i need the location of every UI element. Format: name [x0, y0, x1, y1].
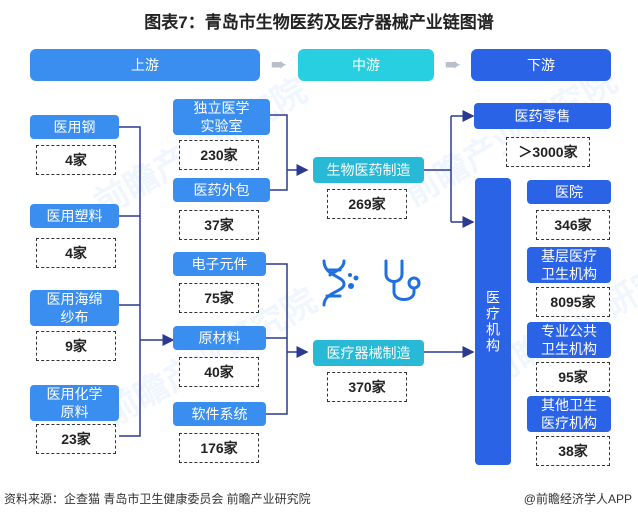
source-note: 资料来源：企查猫 青岛市卫生健康委员会 前瞻产业研究院: [4, 492, 311, 506]
count-box: 95家: [536, 362, 610, 392]
stage-midstream: 中游: [298, 49, 434, 81]
upstream-item: 医用化学 原料: [30, 385, 119, 421]
upstream-item: 独立医学 实验室: [173, 99, 270, 135]
chevron-right-icon: ➨: [444, 54, 462, 76]
count-box: 23家: [36, 424, 116, 454]
count-box: 230家: [179, 140, 259, 170]
brand-note: @前瞻经济学人APP: [523, 492, 632, 506]
medical-institutions: 医疗机构: [475, 178, 511, 465]
upstream-item: 医用塑料: [30, 204, 119, 228]
stage-downstream: 下游: [471, 49, 611, 81]
count-box: 38家: [536, 436, 610, 466]
midstream-item: 医疗器械制造: [313, 340, 424, 366]
count-box: 370家: [327, 372, 407, 402]
chevron-right-icon: ➨: [270, 54, 288, 76]
page-title: 图表7：青岛市生物医药及医疗器械产业链图谱: [144, 13, 494, 32]
stage-upstream: 上游: [30, 49, 260, 81]
count-box: ＞3000家: [506, 137, 590, 167]
count-box: 9家: [36, 331, 116, 361]
count-box: 8095家: [536, 287, 610, 317]
count-box: 346家: [536, 210, 610, 240]
count-box: 4家: [36, 238, 116, 268]
count-box: 269家: [327, 189, 407, 219]
upstream-item: 医药外包: [173, 178, 270, 202]
upstream-item: 医用海绵 纱布: [30, 290, 119, 326]
downstream-retail: 医药零售: [474, 103, 611, 129]
dna-icon: [322, 259, 359, 307]
downstream-item: 专业公共 卫生机构: [527, 322, 611, 358]
upstream-item: 原材料: [173, 326, 266, 350]
upstream-item: 电子元件: [173, 252, 266, 276]
count-box: 176家: [179, 433, 259, 463]
midstream-item: 生物医药制造: [313, 157, 424, 183]
stethoscope-icon: [384, 259, 421, 301]
count-box: 40家: [179, 357, 259, 387]
downstream-item: 基层医疗 卫生机构: [527, 247, 611, 283]
downstream-item: 医院: [527, 180, 611, 204]
downstream-item: 其他卫生 医疗机构: [527, 396, 611, 432]
count-box: 4家: [36, 145, 116, 175]
upstream-item: 软件系统: [173, 402, 266, 426]
count-box: 37家: [179, 210, 259, 240]
upstream-item: 医用钢: [30, 115, 119, 139]
count-box: 75家: [179, 283, 259, 313]
